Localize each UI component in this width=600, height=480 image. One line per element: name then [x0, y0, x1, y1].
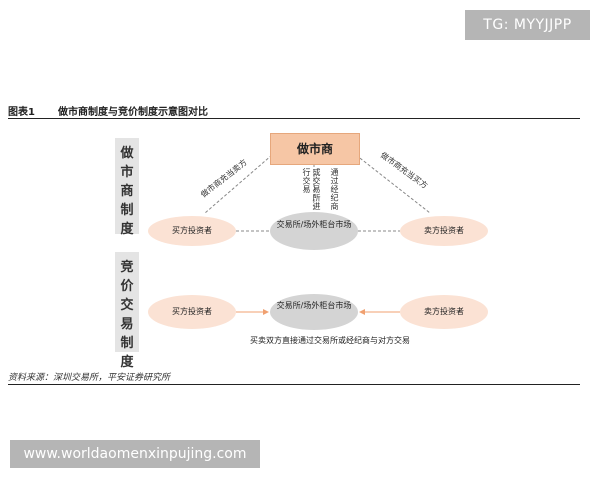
figure-label: 图表1	[8, 107, 35, 118]
center-label-col2: 或交易所进	[312, 168, 321, 211]
exchange-node-auction: 交易所/场外柜台市场	[270, 294, 358, 330]
url-watermark: www.worldaomenxinpujing.com	[10, 440, 260, 468]
market-maker-node: 做市商	[270, 133, 360, 165]
mm-to-seller-line	[355, 154, 431, 214]
market-maker-system-label: 做市商制度	[115, 138, 139, 237]
seller-node-mm: 卖方投资者	[400, 216, 488, 246]
figure-title-row: 图表1 做市商制度与竞价制度示意图对比	[8, 103, 208, 118]
center-label-col3: 通过经纪商	[330, 168, 339, 211]
auction-caption: 买卖双方直接通过交易所或经纪商与对方交易	[250, 336, 410, 345]
auction-system-label: 竞价交易制度	[115, 252, 139, 370]
figure-source: 资料来源：深圳交易所，平安证券研究所	[8, 373, 171, 383]
exchange-node-mm: 交易所/场外柜台市场	[270, 212, 358, 250]
seller-node-auction: 卖方投资者	[400, 295, 488, 329]
title-rule	[8, 118, 580, 119]
tg-watermark: TG: MYYJJPP	[465, 10, 590, 40]
center-label-col1: 行交易	[302, 168, 311, 194]
buyer-node-auction: 买方投资者	[148, 295, 236, 329]
source-rule	[8, 384, 580, 385]
figure-title: 做市商制度与竞价制度示意图对比	[58, 107, 208, 118]
buyer-node-mm: 买方投资者	[148, 216, 236, 246]
